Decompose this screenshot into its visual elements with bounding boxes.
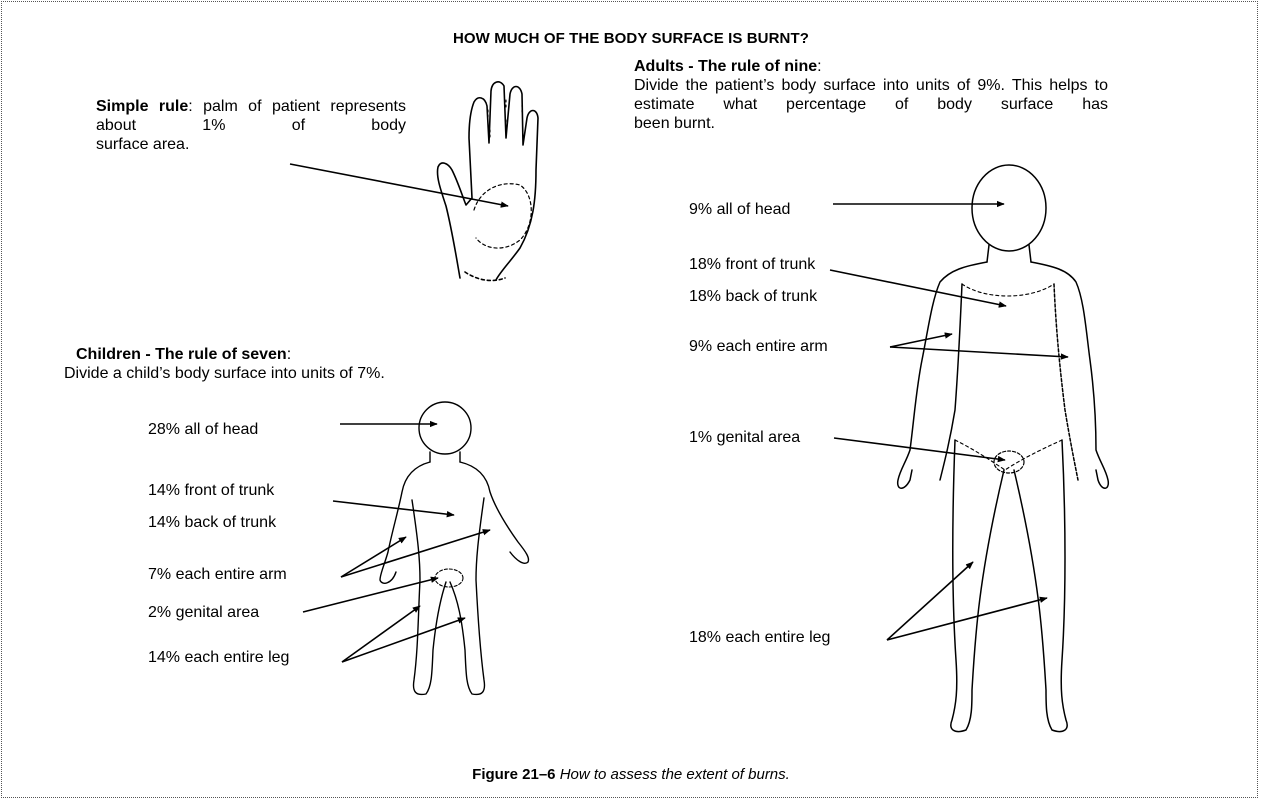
figure-caption-text: How to assess the extent of burns. xyxy=(556,766,790,783)
figure-caption: Figure 21–6 How to assess the extent of … xyxy=(0,766,1262,783)
child-body-illustration xyxy=(380,402,529,694)
adult-body-illustration xyxy=(898,165,1109,732)
palm-arrow xyxy=(290,164,508,206)
adult-arrows xyxy=(830,204,1068,640)
figure-number: Figure 21–6 xyxy=(472,766,555,783)
hand-illustration xyxy=(437,82,538,281)
